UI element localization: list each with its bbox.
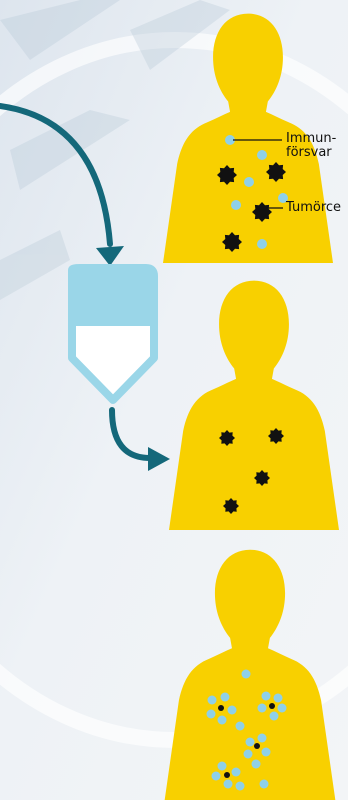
immune-defense-label: Immun- försvar	[286, 132, 336, 160]
tumor-cell-label: Tumörce	[286, 201, 341, 215]
immune-label-line1: Immun-	[286, 132, 336, 146]
immune-label-line2: försvar	[286, 146, 336, 160]
